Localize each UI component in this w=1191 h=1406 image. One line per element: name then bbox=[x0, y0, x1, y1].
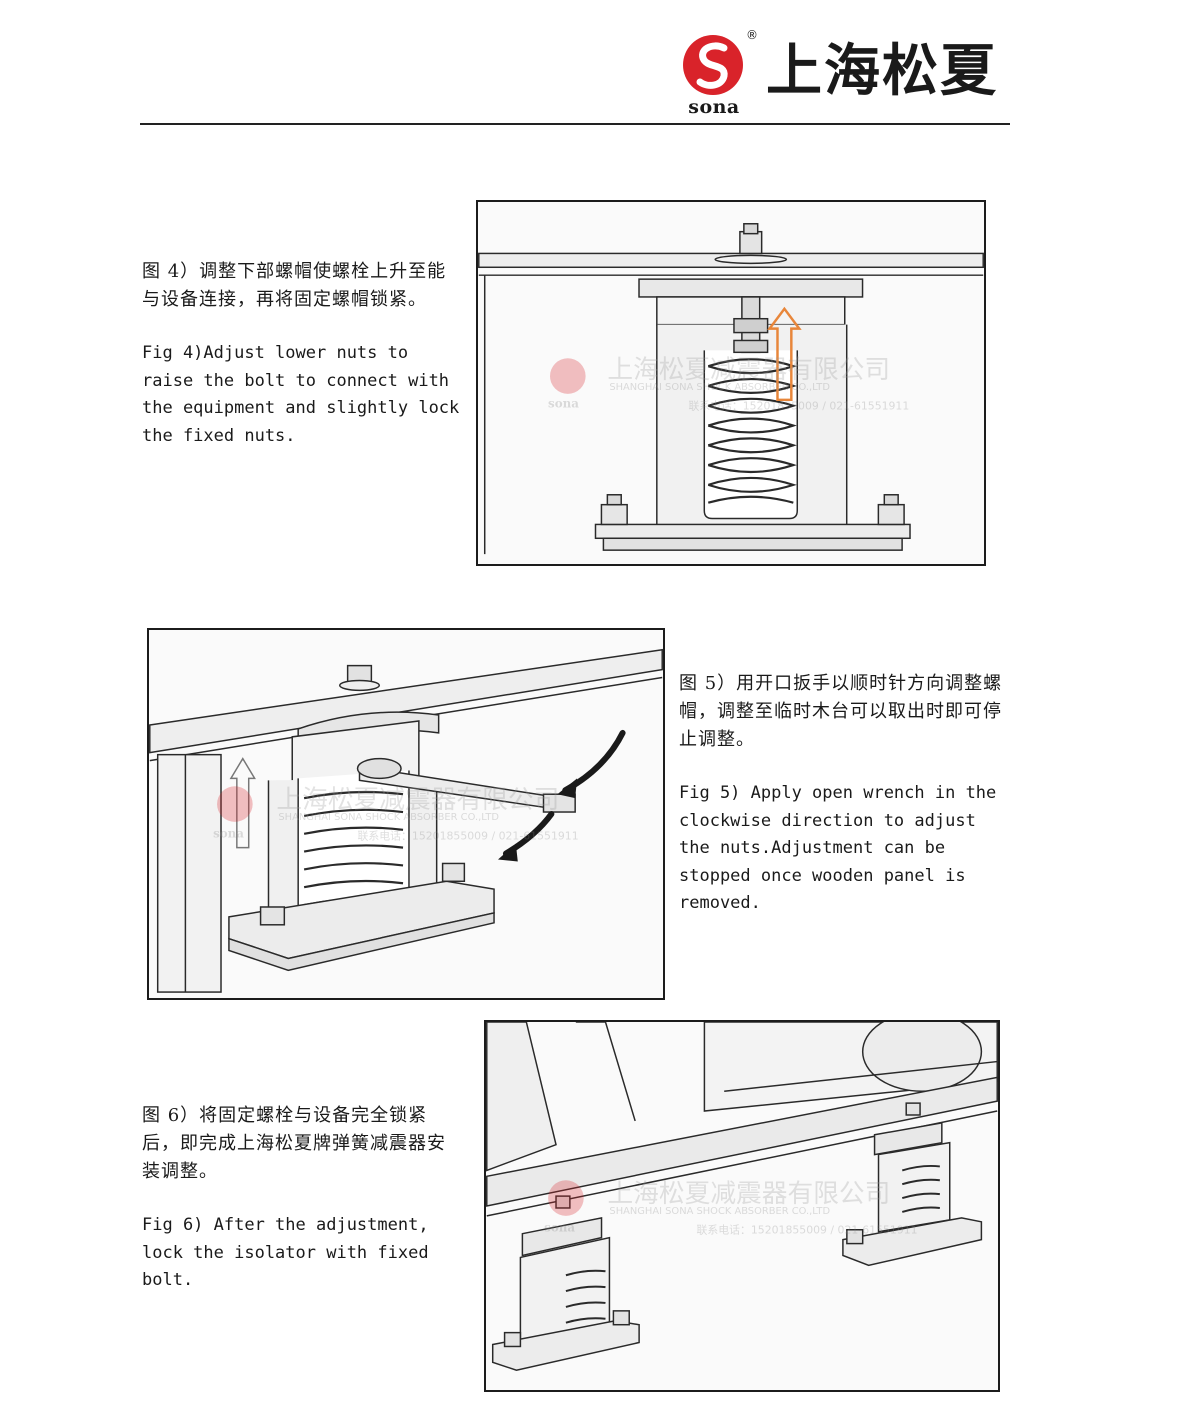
brand-name-en: sona bbox=[688, 96, 740, 118]
watermark-brand: sona bbox=[213, 827, 244, 841]
watermark: 上海松夏减震器有限公司 SHANGHAI SONA SHOCK ABSORBER… bbox=[544, 1179, 917, 1237]
watermark: 上海松夏减震器有限公司 SHANGHAI SONA SHOCK ABSORBER… bbox=[548, 355, 909, 413]
fig6-image: 上海松夏减震器有限公司 SHANGHAI SONA SHOCK ABSORBER… bbox=[484, 1020, 1000, 1392]
fig5-text-en: Fig 5) Apply open wrench in the clockwis… bbox=[679, 783, 997, 913]
wrench-adjustment-illustration: 上海松夏减震器有限公司 SHANGHAI SONA SHOCK ABSORBER… bbox=[149, 648, 663, 993]
header-divider bbox=[140, 123, 1010, 125]
fig5-description: 图 5）用开口扳手以顺时针方向调整螺帽，调整至临时木台可以取出时即可停止调整。 … bbox=[679, 670, 1005, 918]
watermark-company-en: SHANGHAI SONA SHOCK ABSORBER CO.,LTD bbox=[609, 382, 830, 393]
installed-isolators-illustration: 上海松夏减震器有限公司 SHANGHAI SONA SHOCK ABSORBER… bbox=[486, 1022, 998, 1371]
brand-logo: ® sona 上海松夏 bbox=[678, 28, 1008, 118]
watermark-contact: 联系电话：15201855009 / 021-61551911 bbox=[688, 400, 909, 413]
fig6-text-cn: 图 6）将固定螺栓与设备完全锁紧后，即完成上海松夏牌弹簧减震器安 装调整。 bbox=[142, 1105, 446, 1182]
watermark-company-cn: 上海松夏减震器有限公司 bbox=[607, 355, 890, 385]
sona-logo-icon bbox=[683, 35, 743, 95]
registered-mark: ® bbox=[746, 28, 758, 42]
fig4-text-cn: 图 4）调整下部螺帽使螺栓上升至能与设备连接，再将固定螺帽锁紧。 bbox=[142, 261, 447, 310]
watermark-company-cn: 上海松夏减震器有限公司 bbox=[276, 785, 559, 815]
fig5-image: 上海松夏减震器有限公司 SHANGHAI SONA SHOCK ABSORBER… bbox=[147, 628, 665, 1000]
watermark: 上海松夏减震器有限公司 SHANGHAI SONA SHOCK ABSORBER… bbox=[213, 785, 579, 843]
watermark-contact: 联系电话：15201855009 / 021-61551911 bbox=[696, 1224, 917, 1237]
watermark-company-en: SHANGHAI SONA SHOCK ABSORBER CO.,LTD bbox=[609, 1206, 830, 1217]
fig4-image: 上海松夏减震器有限公司 SHANGHAI SONA SHOCK ABSORBER… bbox=[476, 200, 986, 566]
fig4-text-en: Fig 4)Adjust lower nuts to raise the bol… bbox=[142, 343, 460, 446]
watermark-contact: 联系电话：15201855009 / 021-61551911 bbox=[358, 830, 579, 843]
watermark-brand: sona bbox=[544, 1221, 575, 1235]
fig6-description: 图 6）将固定螺栓与设备完全锁紧后，即完成上海松夏牌弹簧减震器安 装调整。 Fi… bbox=[142, 1102, 462, 1295]
fig6-text-en: Fig 6) After the adjustment, lock the is… bbox=[142, 1215, 429, 1290]
fig4-description: 图 4）调整下部螺帽使螺栓上升至能与设备连接，再将固定螺帽锁紧。 Fig 4)A… bbox=[142, 258, 460, 450]
watermark-company-en: SHANGHAI SONA SHOCK ABSORBER CO.,LTD bbox=[278, 812, 499, 823]
spring-isolator-front-illustration: 上海松夏减震器有限公司 SHANGHAI SONA SHOCK ABSORBER… bbox=[478, 223, 984, 555]
watermark-company-cn: 上海松夏减震器有限公司 bbox=[607, 1179, 890, 1209]
brand-name-cn: 上海松夏 bbox=[766, 39, 998, 104]
fig5-text-cn: 图 5）用开口扳手以顺时针方向调整螺帽，调整至临时木台可以取出时即可停止调整。 bbox=[679, 673, 1003, 750]
watermark-brand: sona bbox=[548, 397, 579, 411]
